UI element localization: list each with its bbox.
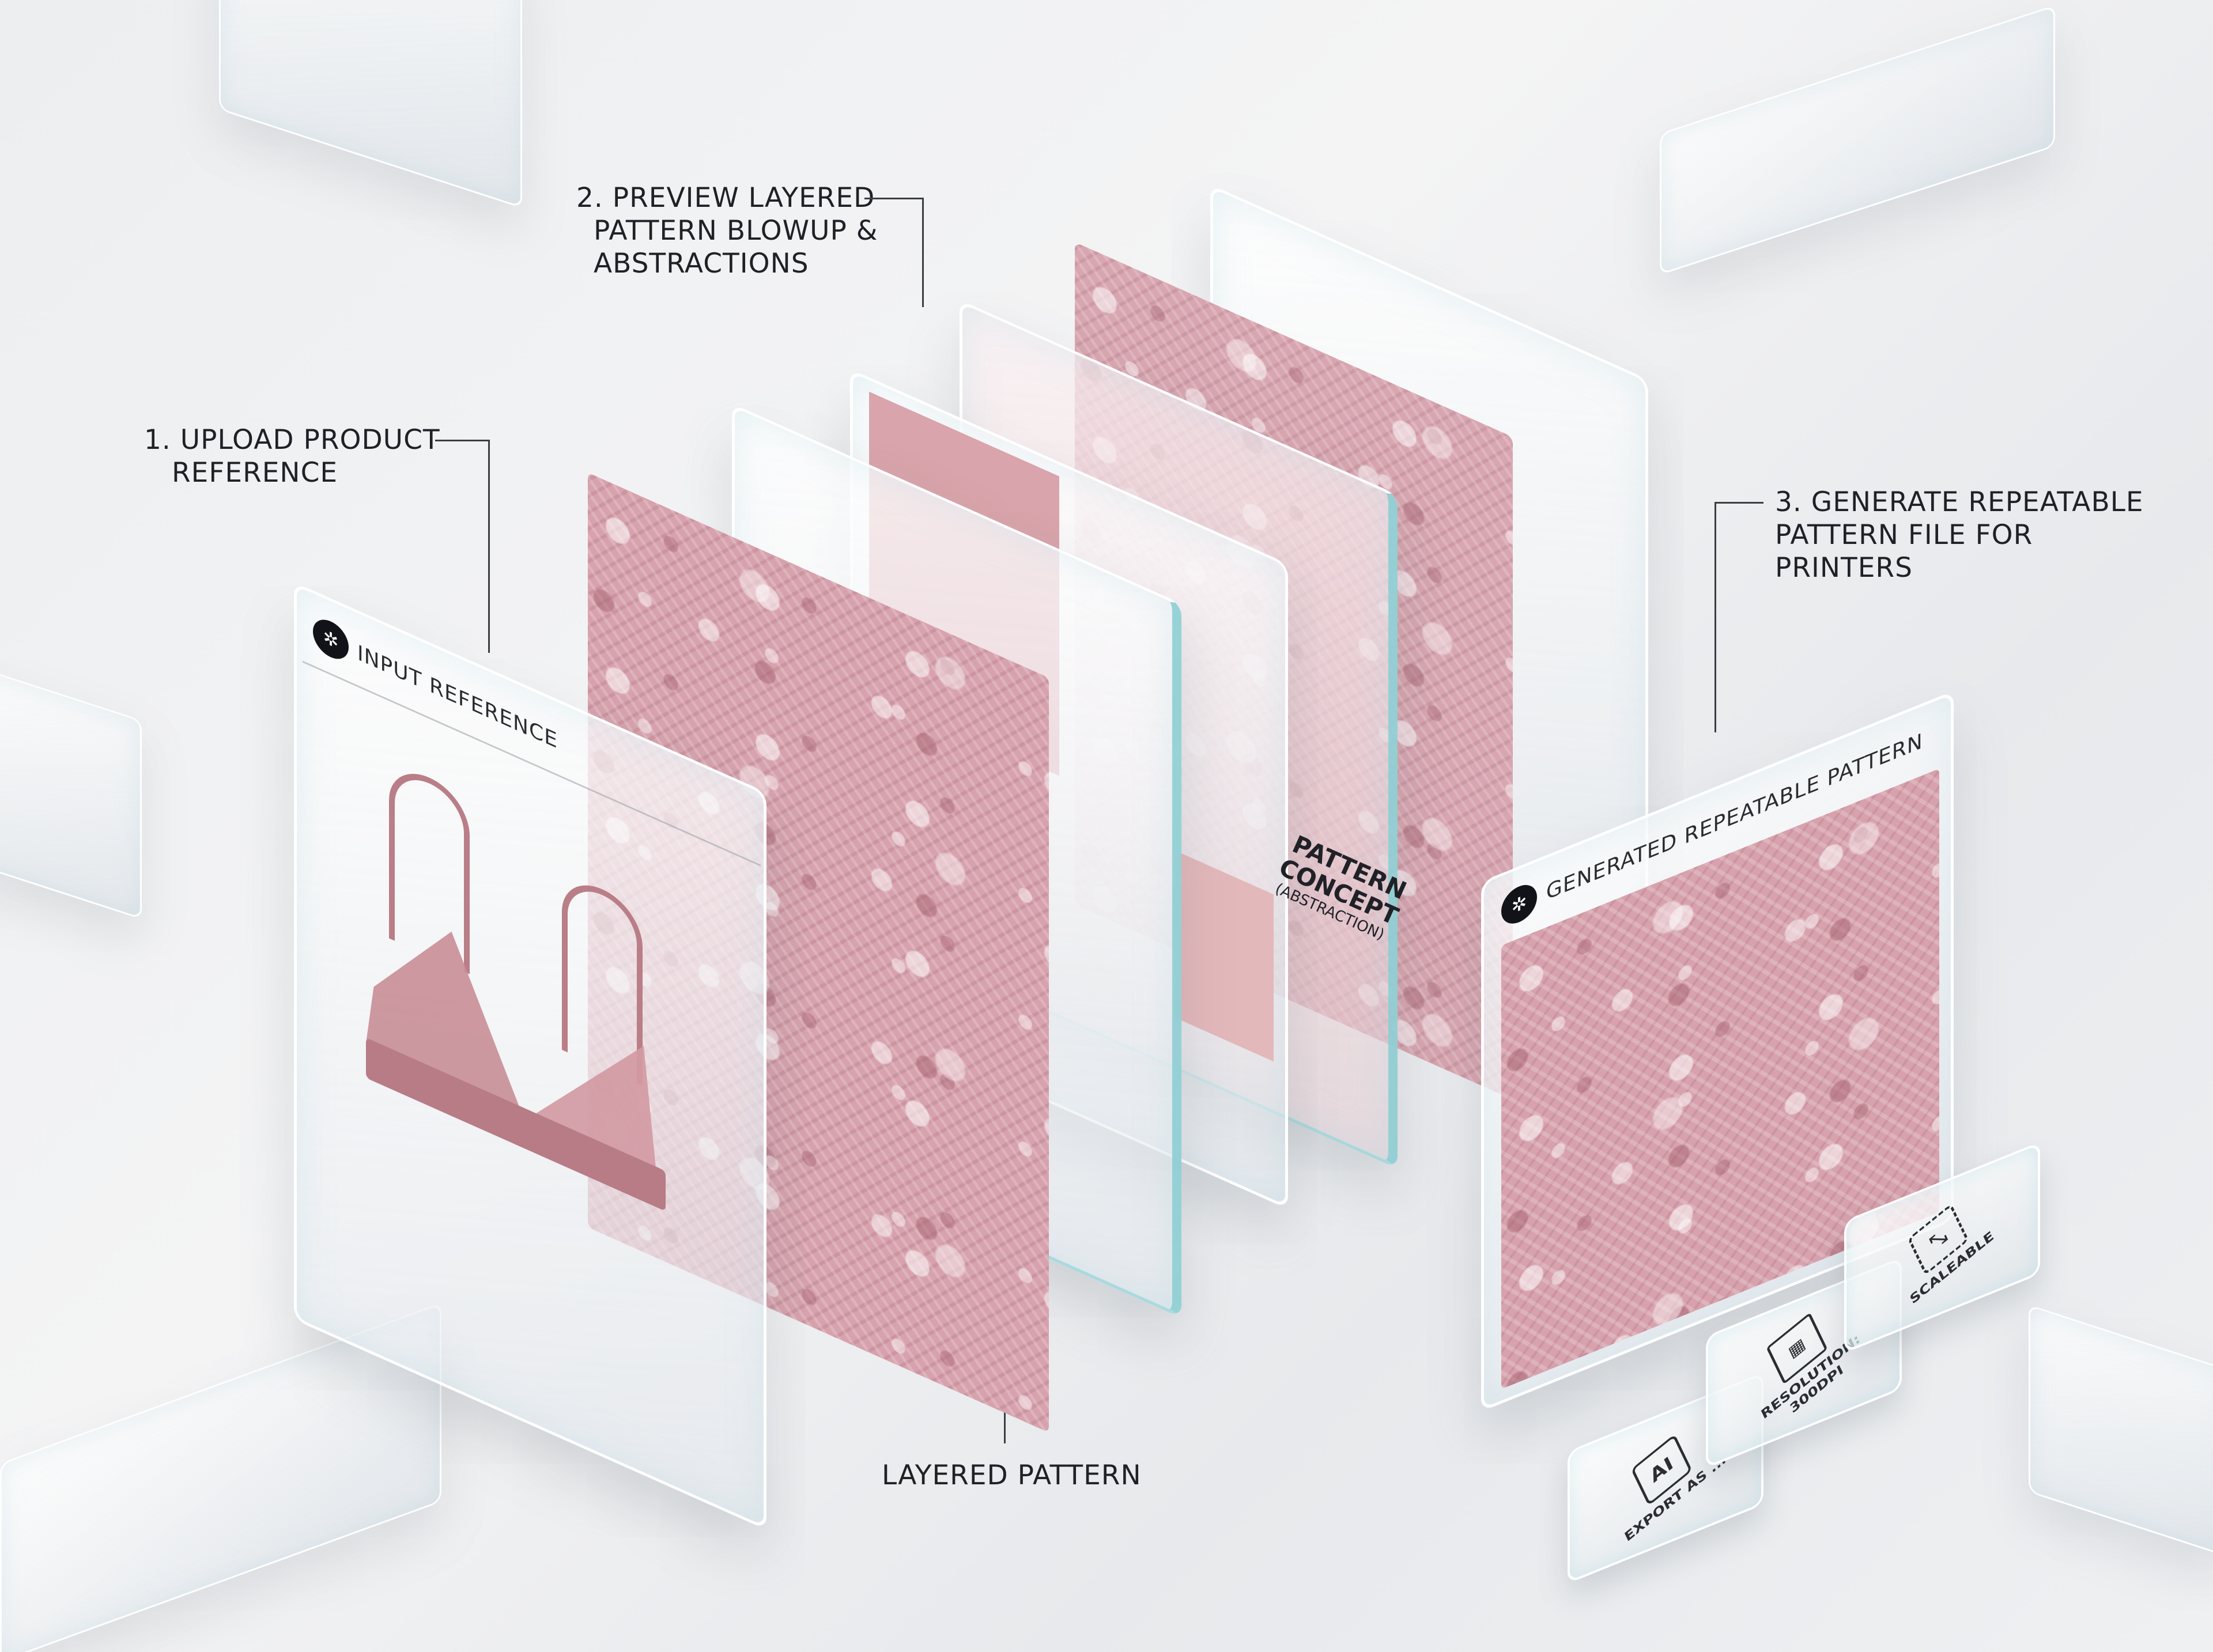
bra-left-strap	[389, 759, 470, 974]
step-3-leader-h	[1714, 502, 1763, 504]
glass-block-top-right	[1660, 5, 2055, 275]
product-image	[354, 744, 689, 1296]
glass-block-left	[0, 663, 142, 920]
step-3-leader-v	[1714, 502, 1716, 732]
step-2-label: 2. PREVIEW LAYERED PATTERN BLOWUP & ABST…	[576, 182, 878, 279]
layered-pattern-label: LAYERED PATTERN	[882, 1460, 1142, 1491]
bra-right-strap	[562, 871, 643, 1086]
color-swatch-small	[1176, 850, 1274, 1062]
step-1-label: 1. UPLOAD PRODUCT REFERENCE	[144, 424, 440, 489]
glass-block-bottom-right	[2029, 1304, 2213, 1558]
step-1-leader-v	[488, 440, 490, 653]
step-1-leader-h	[435, 440, 490, 441]
glass-block-top-left	[219, 0, 522, 209]
input-reference-title: INPUT REFERENCE	[357, 640, 558, 754]
step-3-label: 3. GENERATE REPEATABLE PATTERN FILE FOR …	[1775, 486, 2144, 584]
logo-mark-icon: ✲	[313, 613, 349, 666]
logo-mark-icon-2: ✲	[1501, 879, 1537, 929]
step-2-leader-h	[864, 198, 924, 199]
step-2-leader-v	[922, 198, 924, 307]
